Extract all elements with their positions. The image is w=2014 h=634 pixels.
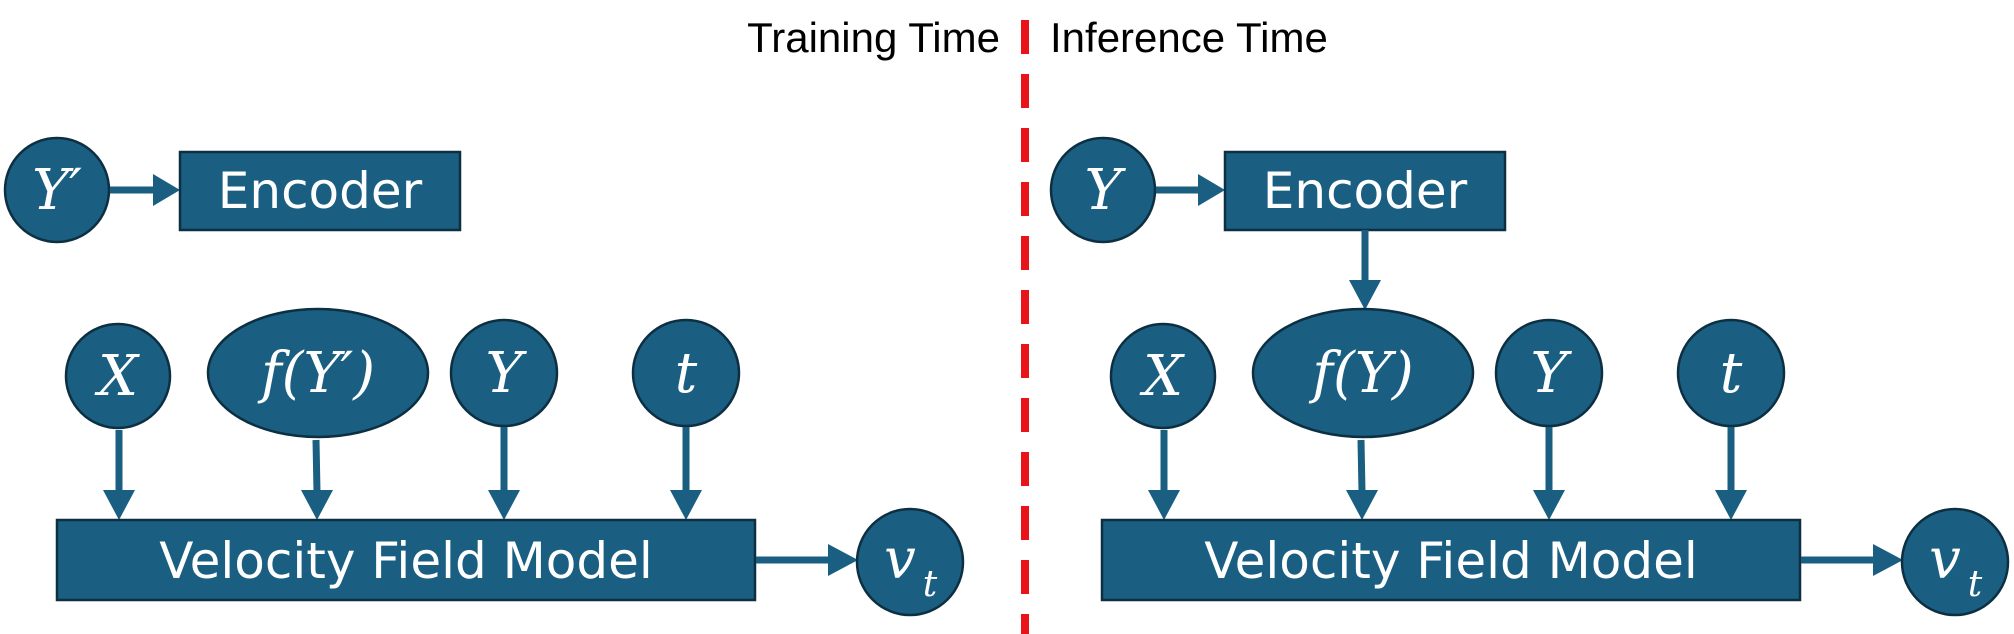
inference-input-label: Y bbox=[1085, 158, 1127, 223]
training-output-label: v bbox=[884, 527, 916, 592]
training-model-box bbox=[55, 518, 757, 602]
inference-y-arrowhead bbox=[1533, 490, 1565, 520]
training-f-arrow bbox=[312, 439, 321, 493]
training-encoder-label: Encoder bbox=[218, 162, 423, 220]
inference-input-node bbox=[1049, 136, 1157, 244]
training-y-arrowhead bbox=[488, 490, 520, 520]
inference-f-arrow bbox=[1357, 439, 1366, 493]
inference-x-node bbox=[1109, 322, 1217, 430]
inference-t-arrowhead bbox=[1715, 490, 1747, 520]
inference-time-header: Inference Time bbox=[1050, 14, 1328, 61]
training-x-arrowhead bbox=[103, 490, 135, 520]
training-t-label: t bbox=[675, 341, 698, 406]
inference-y-label: Y bbox=[1531, 341, 1573, 406]
inference-t-label: t bbox=[1720, 341, 1743, 406]
training-model-label: Velocity Field Model bbox=[159, 532, 652, 590]
training-output-node bbox=[855, 507, 965, 617]
training-input-label: Y′ bbox=[32, 158, 82, 223]
inference-output-arrowhead bbox=[1873, 544, 1903, 576]
training-output-subscript: t bbox=[923, 564, 938, 605]
inference-output-node bbox=[1900, 507, 2010, 617]
inference-y-node bbox=[1494, 318, 1604, 428]
inference-f-label: f(Y) bbox=[1308, 341, 1413, 406]
inference-model-label: Velocity Field Model bbox=[1204, 532, 1697, 590]
inference-f-node bbox=[1251, 307, 1475, 439]
inference-x-arrowhead bbox=[1148, 490, 1180, 520]
training-x-label: X bbox=[94, 344, 140, 409]
inference-panel: Y Encoder X f(Y) Y t Velocity Field Mo bbox=[1049, 136, 2010, 617]
inference-t-node bbox=[1676, 318, 1786, 428]
training-y-node bbox=[449, 318, 559, 428]
inference-encoder-box bbox=[1223, 150, 1507, 232]
training-encoder-box bbox=[178, 150, 462, 232]
training-f-arrowhead bbox=[301, 490, 333, 520]
inference-encoder-arrowhead bbox=[1349, 280, 1381, 310]
training-t-node bbox=[631, 318, 741, 428]
training-x-node bbox=[64, 322, 172, 430]
training-output-arrowhead bbox=[828, 544, 858, 576]
training-f-node bbox=[206, 307, 430, 439]
training-f-label: f(Y′) bbox=[257, 341, 375, 406]
inference-x-label: X bbox=[1139, 344, 1185, 409]
inference-input-arrowhead bbox=[1198, 174, 1225, 206]
training-y-label: Y bbox=[486, 341, 528, 406]
training-t-arrowhead bbox=[670, 490, 702, 520]
inference-encoder-label: Encoder bbox=[1263, 162, 1468, 220]
training-input-arrowhead bbox=[153, 174, 180, 206]
inference-model-box bbox=[1100, 518, 1802, 602]
training-input-node bbox=[3, 136, 111, 244]
training-panel: Y′ Encoder X f(Y′) Y t Velocity Field Mo… bbox=[3, 136, 965, 617]
inference-output-label: v bbox=[1929, 527, 1961, 592]
inference-f-arrowhead bbox=[1346, 490, 1378, 520]
inference-output-subscript: t bbox=[1968, 564, 1983, 605]
training-time-header: Training Time bbox=[747, 14, 1000, 61]
